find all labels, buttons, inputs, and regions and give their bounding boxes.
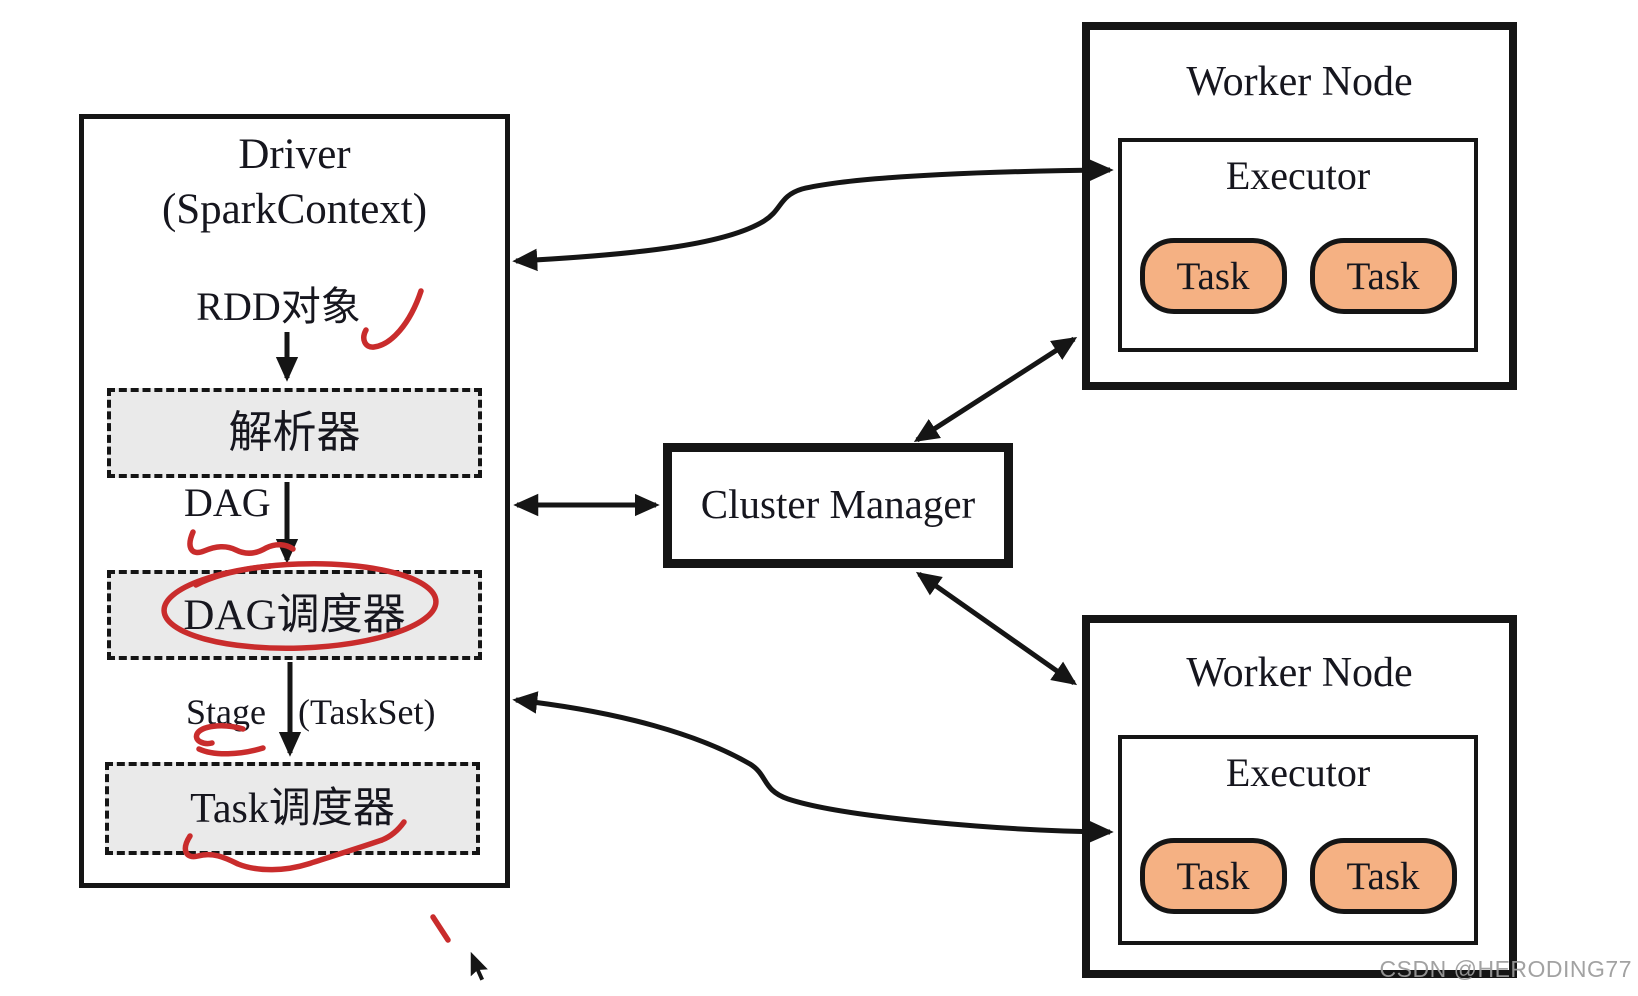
arrow-clustermanager-worker2 <box>915 571 1078 686</box>
mouse-cursor <box>469 948 492 983</box>
arrow-clustermanager-worker1 <box>913 336 1078 443</box>
rdd-object-label: RDD对象 <box>196 284 361 329</box>
task-scheduler-box: Task调度器 <box>105 762 480 855</box>
arrow-driver-executor1 <box>512 158 1114 272</box>
executor-1-title: Executor <box>1225 153 1371 198</box>
executor-1-tasks: Task Task <box>1122 238 1474 314</box>
taskset-label: (TaskSet) <box>298 692 436 732</box>
task-pill: Task <box>1309 238 1457 314</box>
driver-title: Driver (SparkContext) <box>84 127 505 237</box>
red-stray-stroke <box>430 914 451 943</box>
worker-node-1-title: Worker Node <box>1186 59 1413 105</box>
worker-node-1-executor: Executor Task Task <box>1118 138 1478 352</box>
cluster-manager-box: Cluster Manager <box>663 443 1013 568</box>
task-pill: Task <box>1139 838 1287 914</box>
task-pill: Task <box>1309 838 1457 914</box>
executor-2-title: Executor <box>1225 750 1371 795</box>
worker-node-1: Worker Node Executor Task Task <box>1082 22 1517 390</box>
driver-title-line1: Driver <box>238 131 351 178</box>
worker-node-2-title: Worker Node <box>1186 650 1413 696</box>
task-pill: Task <box>1139 238 1287 314</box>
worker-node-2-executor: Executor Task Task <box>1118 735 1478 945</box>
executor-2-tasks: Task Task <box>1122 838 1474 914</box>
parser-box: 解析器 <box>107 388 482 478</box>
dag-label: DAG <box>184 480 271 525</box>
driver-box: Driver (SparkContext) RDD对象 解析器 DAG DAG调… <box>79 114 510 888</box>
watermark: CSDN @HERODING77 <box>1379 956 1632 982</box>
worker-node-2: Worker Node Executor Task Task <box>1082 615 1517 978</box>
driver-title-line2: (SparkContext) <box>161 186 428 234</box>
stage-label: Stage <box>186 692 266 732</box>
dag-scheduler-box: DAG调度器 <box>107 570 482 660</box>
arrow-driver-executor2 <box>512 691 1114 844</box>
